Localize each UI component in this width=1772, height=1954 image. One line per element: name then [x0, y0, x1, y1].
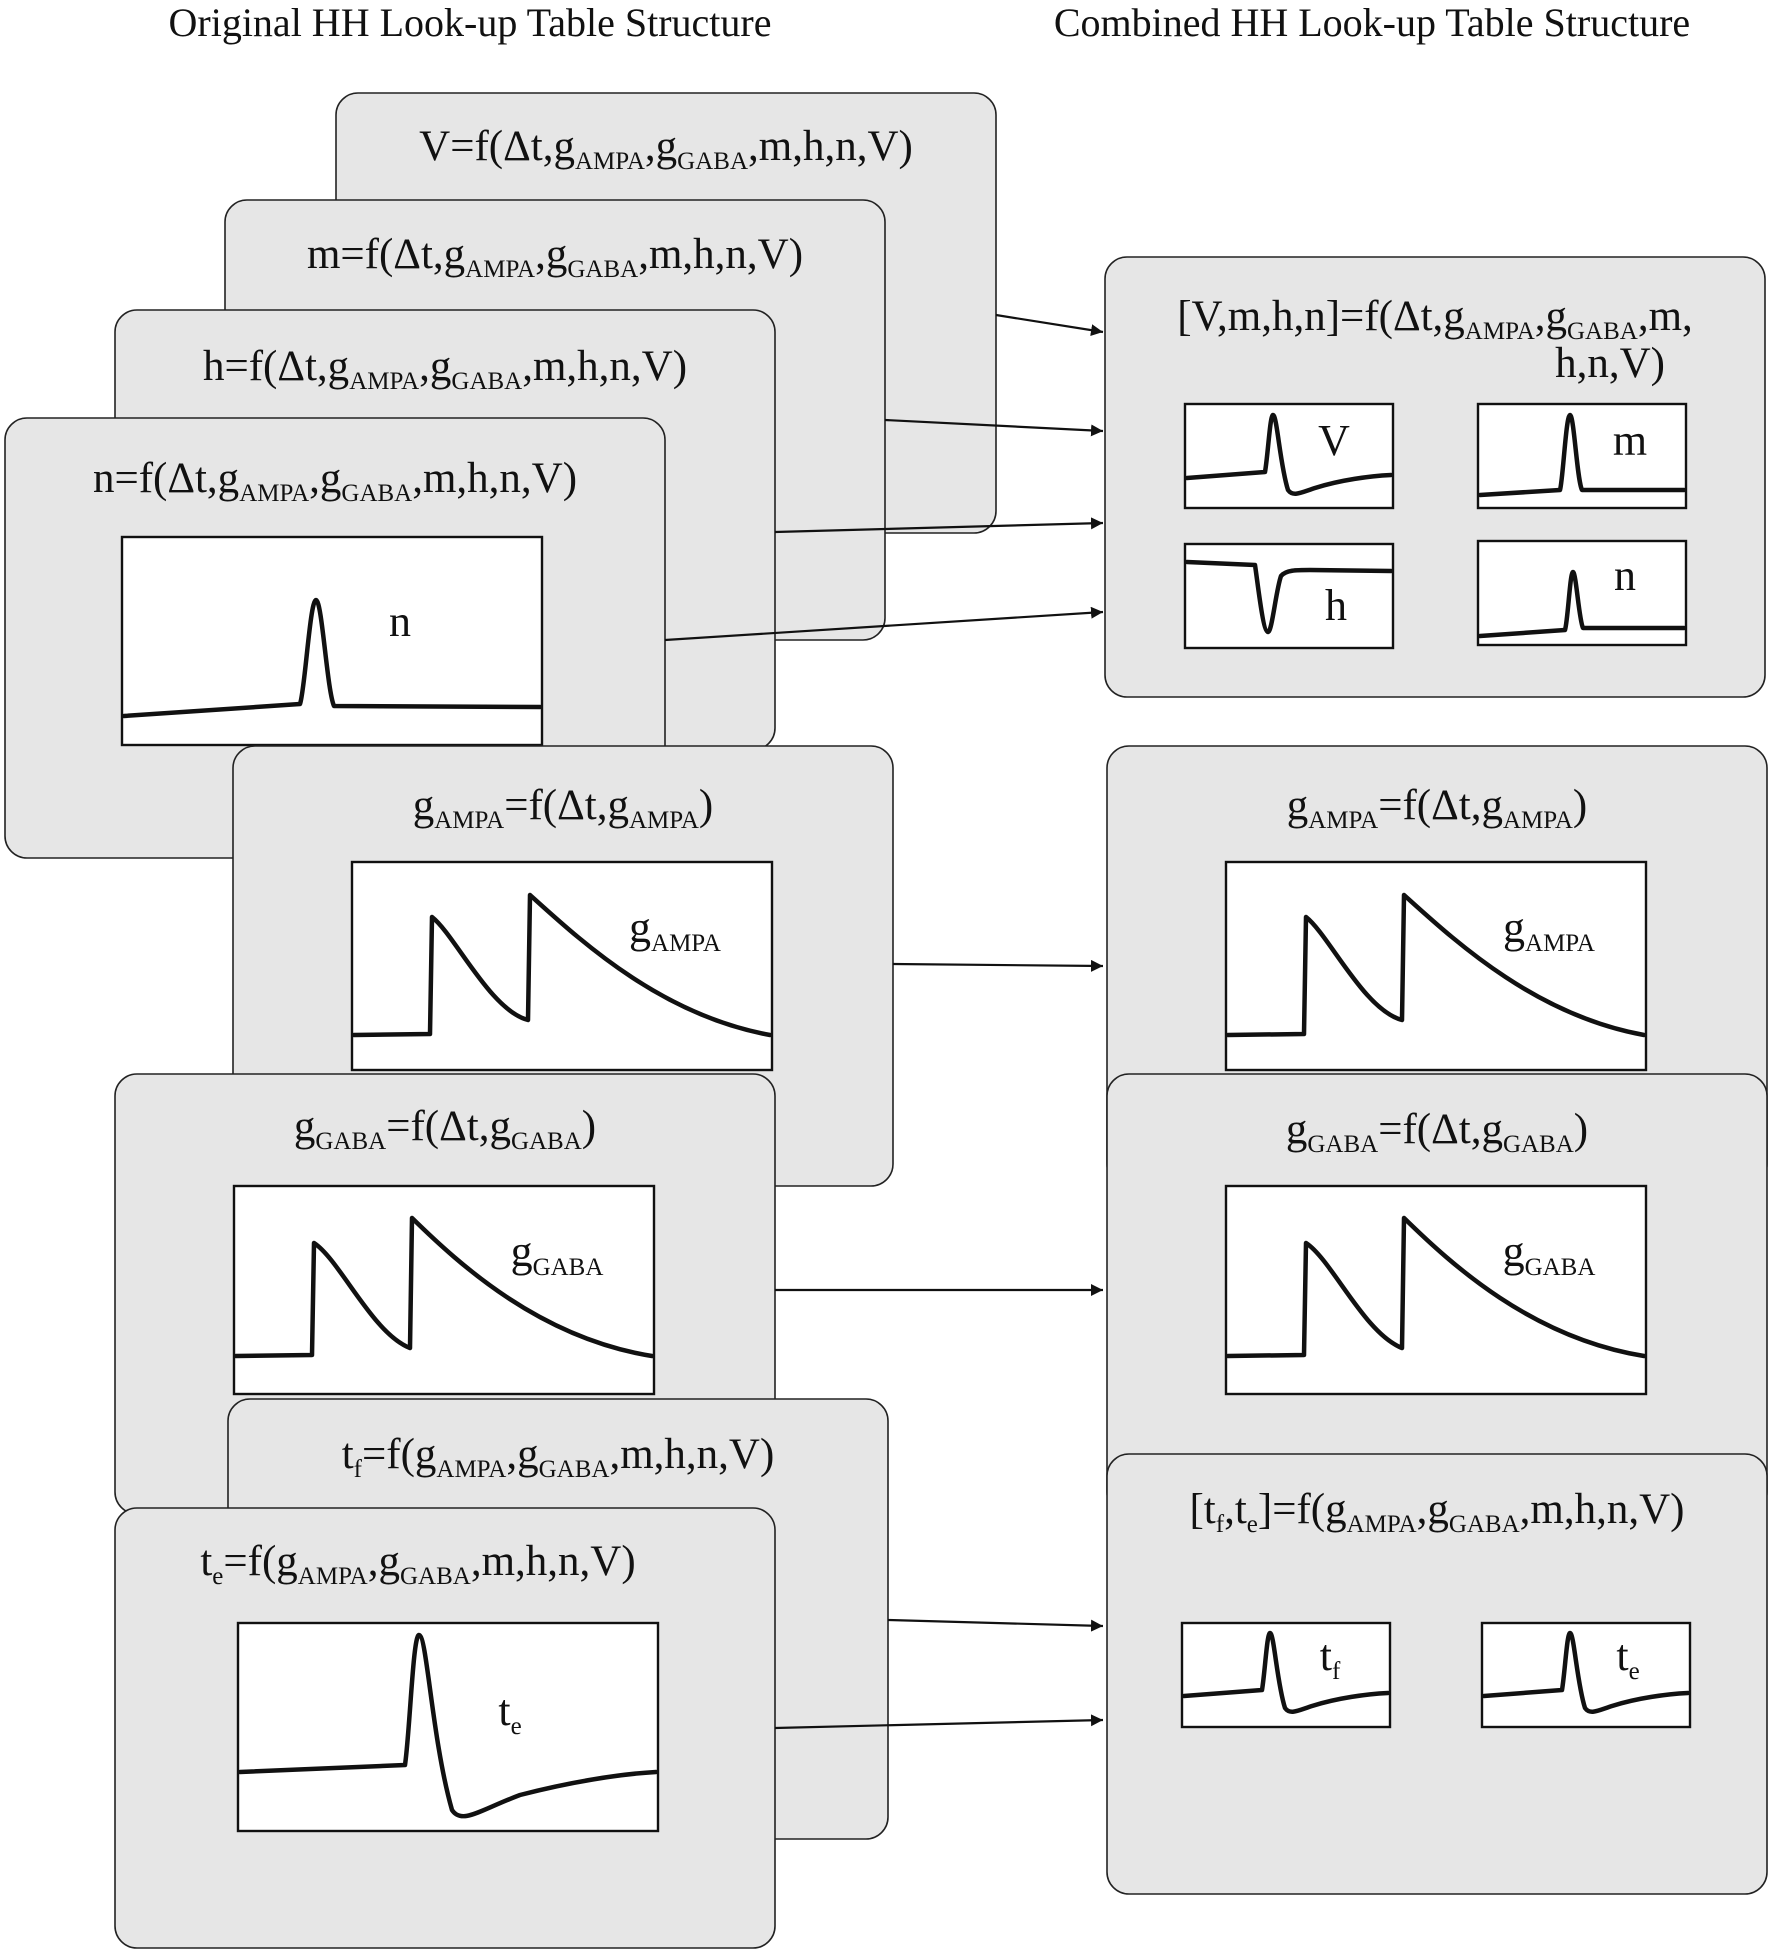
gampa-table-plot-label: gAMPA: [629, 903, 721, 957]
tf-mini-curve: [1181, 1630, 1391, 1715]
m-mini-curve: [1477, 412, 1687, 498]
h-mini-plot: [1183, 542, 1395, 650]
v-mini-curve: [1184, 412, 1394, 497]
tfte-table-equation: [tf,te]=f(gAMPA,gGABA,m,h,n,V): [1189, 1486, 1684, 1538]
ggaba-table-plot: [232, 1184, 656, 1396]
n-mini-label: n: [1614, 551, 1636, 600]
gampa-table-curve: [351, 892, 773, 1038]
h-mini-curve: [1184, 559, 1394, 635]
vmhn-table-equation-line2: h,n,V): [1555, 340, 1665, 387]
combined-gampa-plot: [1224, 860, 1648, 1072]
combined-gampa-plot-label: gAMPA: [1503, 903, 1595, 957]
arrow-te-to-combined: [774, 1714, 1104, 1730]
combined-ggaba-equation: gGABA=f(Δt,gGABA): [1286, 1106, 1588, 1158]
m-mini-label: m: [1613, 416, 1647, 465]
tfte-table-card: [1106, 1453, 1768, 1895]
gampa-table-plot: [350, 860, 774, 1072]
combined-gampa-equation: gAMPA=f(Δt,gAMPA): [1287, 782, 1587, 834]
te-mini-label: te: [1616, 1631, 1639, 1685]
arrow-tf-to-combined: [887, 1618, 1104, 1632]
m-table-equation: m=f(Δt,gAMPA,gGABA,m,h,n,V): [307, 231, 803, 283]
heading-combined: Combined HH Look-up Table Structure: [1054, 0, 1690, 45]
te-table-equation: te=f(gAMPA,gGABA,m,h,n,V): [200, 1538, 635, 1590]
h-table-equation: h=f(Δt,gAMPA,gGABA,m,h,n,V): [203, 343, 687, 395]
v-table-equation: V=f(Δt,gAMPA,gGABA,m,h,n,V): [419, 123, 913, 175]
ggaba-table-equation: gGABA=f(Δt,gGABA): [294, 1103, 596, 1155]
arrow-n-to-combined: [664, 606, 1104, 642]
heading-original: Original HH Look-up Table Structure: [169, 0, 772, 45]
arrow-m-to-combined: [884, 418, 1104, 437]
tf-mini-label: tf: [1320, 1631, 1341, 1685]
n-table-equation: n=f(Δt,gAMPA,gGABA,m,h,n,V): [93, 455, 577, 507]
combined-gampa-curve: [1225, 892, 1647, 1038]
combined-ggaba-plot: [1224, 1184, 1648, 1396]
gampa-table-equation: gAMPA=f(Δt,gAMPA): [413, 782, 713, 834]
arrow-v-to-combined: [995, 313, 1104, 337]
te-mini-curve: [1481, 1630, 1691, 1715]
combined-ggaba-plot-label: gGABA: [1503, 1227, 1596, 1281]
tf-table-equation: tf=f(gAMPA,gGABA,m,h,n,V): [342, 1431, 775, 1483]
arrow-h-to-combined: [774, 517, 1104, 534]
arrow-gampa-to-combined: [892, 959, 1104, 972]
n-mini-curve: [1477, 569, 1687, 639]
v-mini-label: V: [1318, 416, 1350, 465]
vmhn-table-equation-line1: [V,m,h,n]=f(Δt,gAMPA,gGABA,m,: [1177, 293, 1693, 345]
combined-ggaba-curve: [1225, 1215, 1647, 1359]
ggaba-table-curve: [233, 1215, 655, 1359]
h-mini-label: h: [1325, 581, 1347, 630]
ggaba-table-plot-label: gGABA: [511, 1227, 604, 1281]
te-table-plot-label: te: [498, 1686, 521, 1740]
n-table-plot-label: n: [389, 597, 411, 646]
te-table-curve: [237, 1632, 659, 1819]
n-table-curve: [121, 597, 543, 719]
